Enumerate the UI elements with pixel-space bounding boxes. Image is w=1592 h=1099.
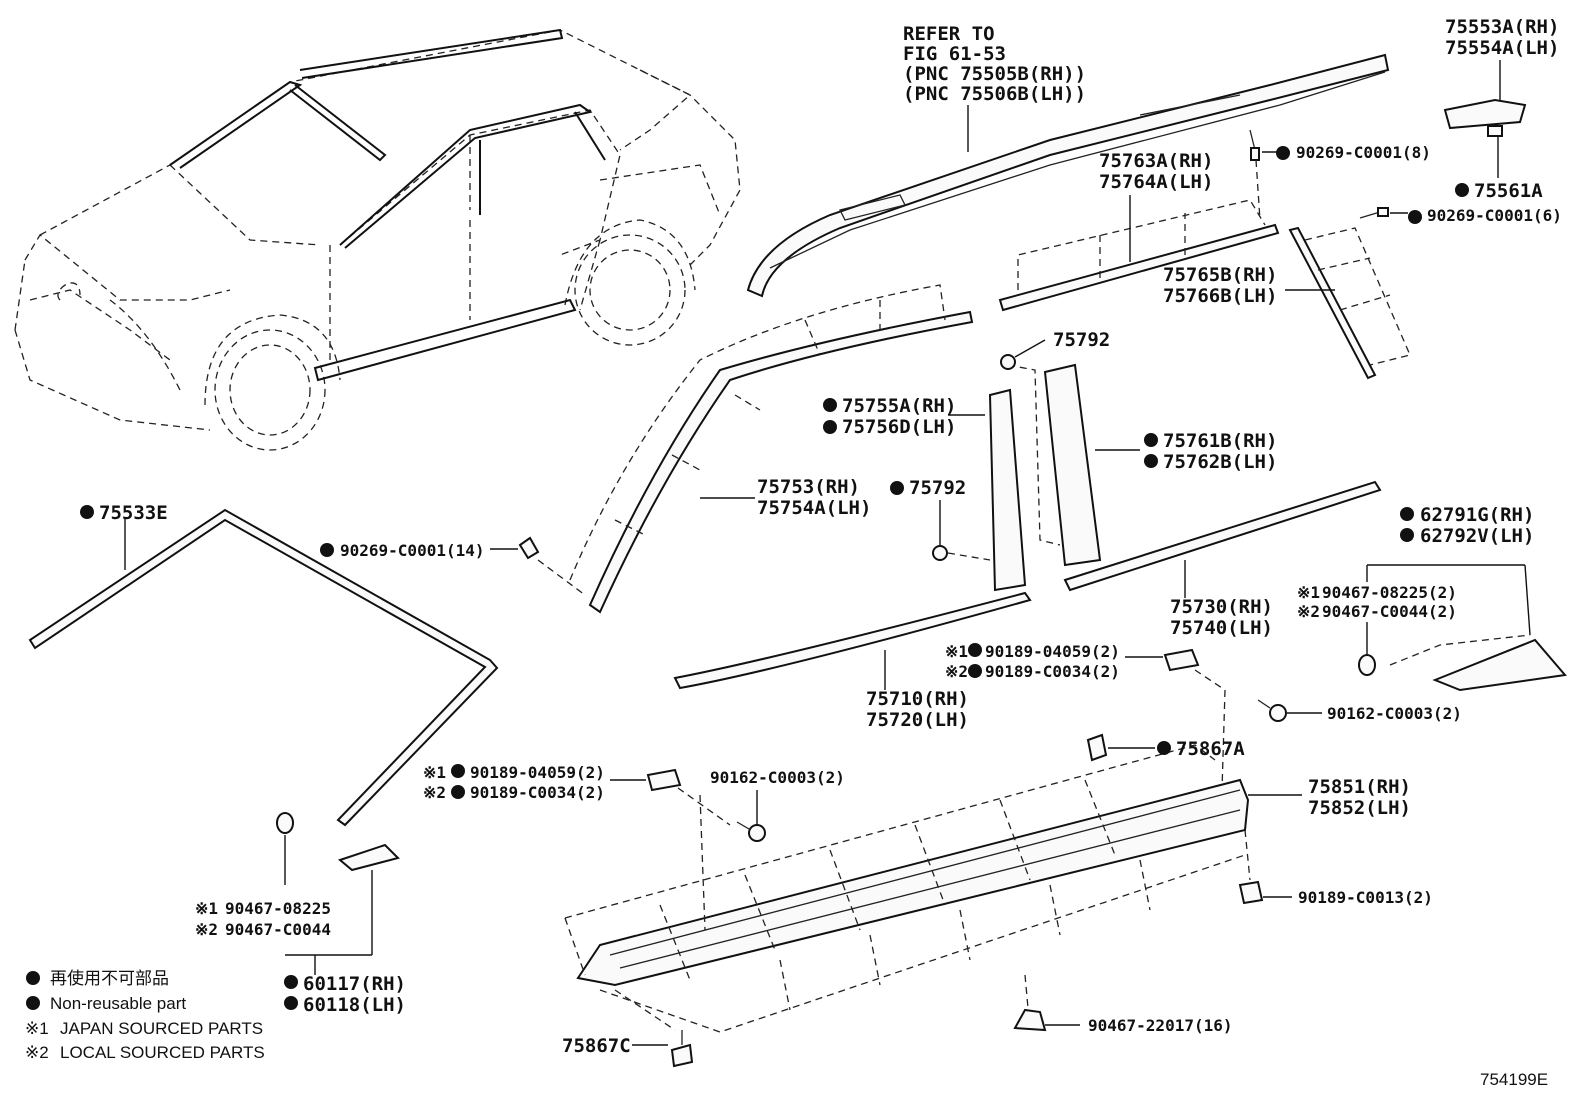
label-pnc-rh: (PNC 75505B(RH)) — [903, 63, 1086, 85]
label-75792-upper: 75792 — [1053, 329, 1110, 351]
label-90269-14: 90269-C0001(14) — [340, 541, 485, 560]
label-pnc-lh: (PNC 75506B(LH)) — [903, 83, 1086, 105]
screw-middle — [1257, 699, 1322, 722]
label-mark1-fender: ※1 — [195, 899, 218, 918]
label-mark2-mid: ※2 — [945, 662, 968, 681]
clip-90467-22017 — [1013, 974, 1080, 1032]
label-62791g: 62791G(RH) — [1420, 504, 1534, 526]
label-75561a: 75561A — [1474, 180, 1543, 202]
label-mark2-right: ※2 — [1297, 602, 1320, 621]
rear-pillar-garnish — [1043, 363, 1140, 567]
label-75554a: 75554A(LH) — [1445, 37, 1559, 59]
legend-dot-en — [26, 996, 40, 1010]
legend-note1: JAPAN SOURCED PARTS — [60, 1019, 263, 1038]
label-75762b: 75762B(LH) — [1163, 451, 1277, 473]
label-90269-6: 90269-C0001(6) — [1427, 206, 1562, 225]
upper-door-molding — [998, 195, 1280, 312]
label-mark1-mid: ※1 — [945, 642, 968, 661]
label-75753: 75753(RH) — [757, 476, 860, 498]
label-75764a: 75764A(LH) — [1099, 171, 1213, 193]
label-75740: 75740(LH) — [1170, 617, 1273, 639]
label-75533e: 75533E — [99, 502, 168, 524]
label-mark2-fender: ※2 — [195, 920, 218, 939]
label-75710: 75710(RH) — [866, 688, 969, 710]
figure-id: 754199E — [1480, 1070, 1548, 1089]
screw-front-pillar — [490, 536, 586, 596]
label-90189-04059-left: 90189-04059(2) — [470, 763, 605, 782]
non-reusable-markers — [80, 146, 1469, 1010]
windshield-side-molding — [569, 284, 974, 614]
label-mark1-right: ※1 — [1297, 583, 1320, 602]
label-75756d: 75756D(LH) — [842, 416, 956, 438]
clip-75792-lower — [932, 500, 991, 561]
legend-dot-jp — [26, 971, 40, 985]
rocker-molding — [564, 744, 1302, 1033]
vehicle-illustration — [14, 28, 741, 451]
legend-en: Non-reusable part — [50, 994, 186, 1013]
label-75867a: 75867A — [1176, 738, 1245, 760]
label-90189-c0034-left: 90189-C0034(2) — [470, 783, 605, 802]
screw-left — [736, 790, 766, 842]
label-90467-22017: 90467-22017(16) — [1088, 1016, 1233, 1035]
label-90467-c0044: 90467-C0044 — [225, 920, 331, 939]
label-75763a: 75763A(RH) — [1099, 150, 1213, 172]
label-60117: 60117(RH) — [303, 973, 406, 995]
label-fig-ref: FIG 61-53 — [903, 43, 1006, 65]
screw-right — [1359, 207, 1408, 219]
label-75852: 75852(LH) — [1308, 797, 1411, 819]
label-90467-c0044-2: 90467-C0044(2) — [1322, 602, 1457, 621]
clip-75792-upper — [1000, 339, 1046, 370]
label-mark1-left: ※1 — [423, 763, 446, 782]
label-90467-08225: 90467-08225 — [225, 899, 331, 918]
rear-quarter-molding — [1285, 226, 1411, 380]
legend-mark2: ※2 — [25, 1043, 49, 1062]
fender-garnish — [276, 812, 400, 975]
label-75766b: 75766B(LH) — [1163, 285, 1277, 307]
legend-jp: 再使用不可部品 — [50, 968, 169, 988]
label-75720: 75720(LH) — [866, 709, 969, 731]
label-75792-lower: 75792 — [909, 477, 966, 499]
label-90269-8: 90269-C0001(8) — [1296, 143, 1431, 162]
rocker-end-garnish — [1358, 564, 1567, 692]
label-75754a: 75754A(LH) — [757, 497, 871, 519]
label-62792v: 62792V(LH) — [1420, 525, 1534, 547]
windshield-molding — [28, 508, 499, 827]
label-90189-04059-mid: 90189-04059(2) — [985, 642, 1120, 661]
label-90162-right: 90162-C0003(2) — [1327, 704, 1462, 723]
legend: 再使用不可部品 Non-reusable part ※1 JAPAN SOURC… — [25, 968, 265, 1062]
label-90189-c0013: 90189-C0013(2) — [1298, 888, 1433, 907]
label-90189-c0034-mid: 90189-C0034(2) — [985, 662, 1120, 681]
front-pillar-garnish — [948, 364, 1061, 592]
screw-top — [1249, 129, 1290, 221]
roof-end-cover — [1443, 60, 1527, 130]
front-belt-molding — [673, 591, 1032, 690]
clip-90189-c0013 — [1238, 829, 1292, 905]
roof-clip — [1487, 125, 1503, 178]
label-90162-left: 90162-C0003(2) — [710, 768, 845, 787]
label-75765b: 75765B(RH) — [1163, 264, 1277, 286]
label-75755a: 75755A(RH) — [842, 395, 956, 417]
label-75730: 75730(RH) — [1170, 596, 1273, 618]
callout-labels: REFER TO FIG 61-53 (PNC 75505B(RH)) (PNC… — [99, 16, 1562, 1057]
legend-note2: LOCAL SOURCED PARTS — [60, 1043, 265, 1062]
clip-left — [610, 768, 731, 931]
label-90467-08225-2: 90467-08225(2) — [1322, 583, 1457, 602]
clip-75867a — [1086, 733, 1155, 762]
label-75761b: 75761B(RH) — [1163, 430, 1277, 452]
label-refer-to: REFER TO — [903, 23, 995, 45]
clip-middle — [1125, 648, 1226, 791]
roof-rail-assembly — [746, 53, 1390, 298]
label-75851: 75851(RH) — [1308, 776, 1411, 798]
label-75867c: 75867C — [562, 1035, 631, 1057]
clip-75867c — [614, 989, 694, 1068]
label-75553a: 75553A(RH) — [1445, 16, 1559, 38]
legend-mark1: ※1 — [25, 1019, 49, 1038]
rear-belt-molding — [1063, 480, 1382, 598]
label-mark2-left: ※2 — [423, 783, 446, 802]
label-60118: 60118(LH) — [303, 994, 406, 1016]
